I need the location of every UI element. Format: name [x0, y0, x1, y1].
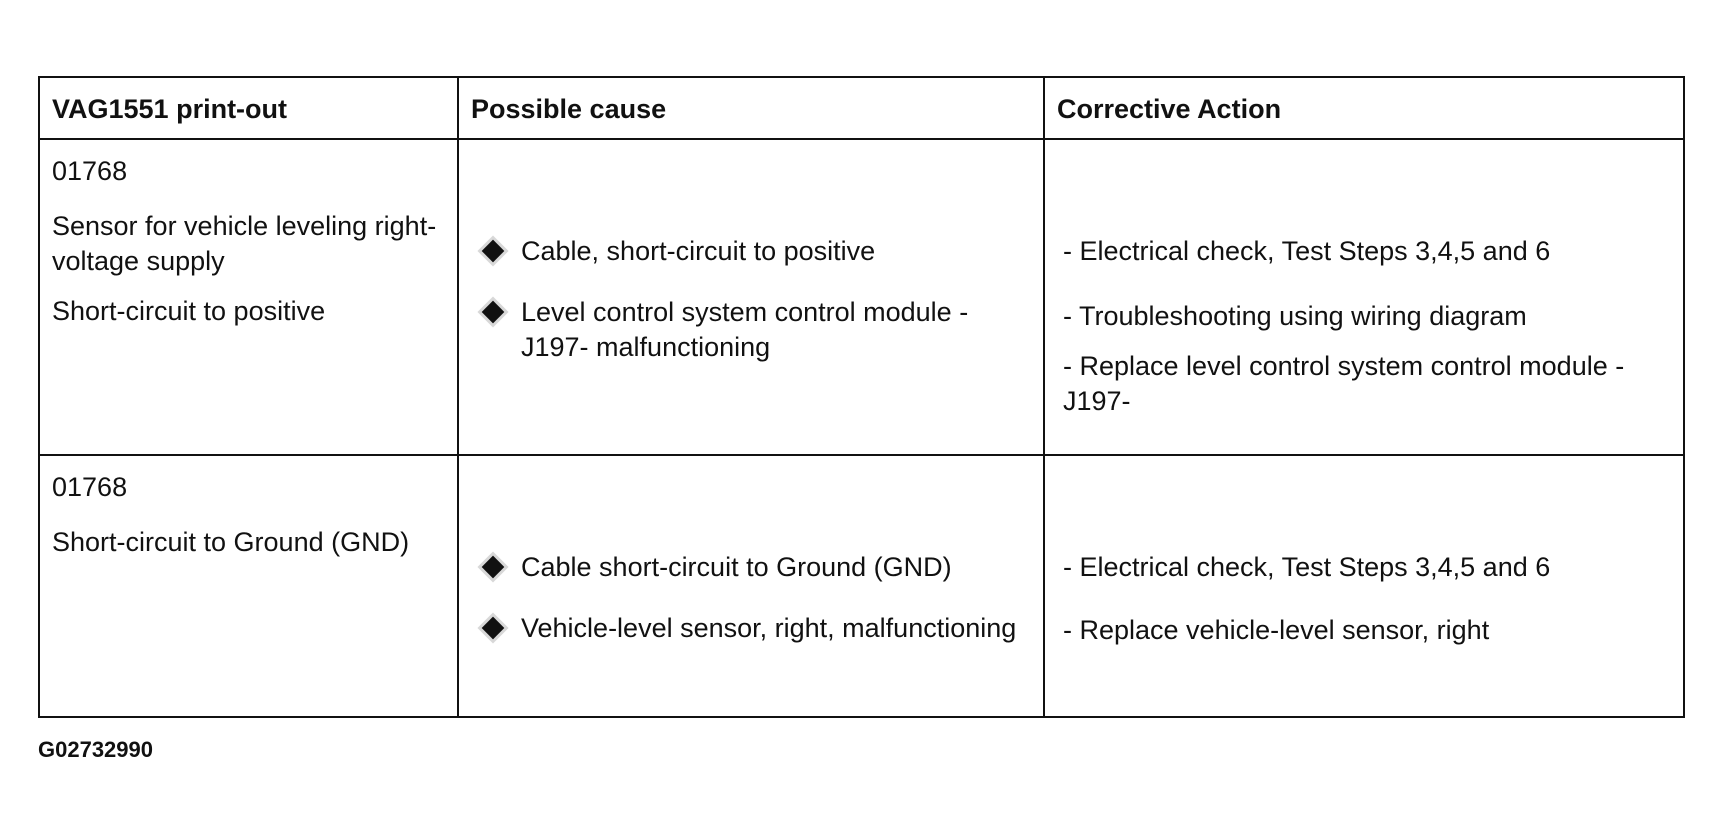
printout-cell: 01768 Sensor for vehicle leveling right-… — [38, 138, 459, 456]
list-item: Cable short-circuit to Ground (GND) — [471, 550, 1031, 585]
figure-id: G02732990 — [38, 737, 153, 762]
cause-cell: Cable, short-circuit to positive Level c… — [457, 138, 1045, 456]
cause-text: Vehicle-level sensor, right, malfunction… — [521, 613, 1017, 643]
table-row: 01768 Short-circuit to Ground (GND) Cabl… — [38, 454, 1685, 718]
list-item: - Electrical check, Test Steps 3,4,5 and… — [1063, 236, 1551, 266]
action-cell: - Electrical check, Test Steps 3,4,5 and… — [1043, 454, 1685, 718]
list-item: Cable, short-circuit to positive — [471, 234, 1031, 269]
action-list: - Electrical check, Test Steps 3,4,5 and… — [1057, 234, 1671, 419]
fault-description: Sensor for vehicle leveling right-voltag… — [52, 211, 437, 276]
header-corrective-action: Corrective Action — [1043, 76, 1685, 140]
cause-text: Cable, short-circuit to positive — [521, 236, 876, 266]
list-item: - Replace vehicle-level sensor, right — [1063, 615, 1490, 645]
diamond-bullet-icon — [481, 555, 505, 579]
printout-cell: 01768 Short-circuit to Ground (GND) — [38, 454, 459, 718]
header-printout: VAG1551 print-out — [38, 76, 459, 140]
cause-cell: Cable short-circuit to Ground (GND) Vehi… — [457, 454, 1045, 718]
list-item: - Troubleshooting using wiring diagram — [1063, 301, 1527, 331]
table-header-row: VAG1551 print-out Possible cause Correct… — [38, 76, 1685, 140]
cause-list: Cable short-circuit to Ground (GND) Vehi… — [471, 550, 1031, 646]
fault-code: 01768 — [52, 472, 128, 502]
cause-text: Cable short-circuit to Ground (GND) — [521, 552, 952, 582]
cause-list: Cable, short-circuit to positive Level c… — [471, 234, 1031, 365]
diamond-bullet-icon — [481, 300, 505, 324]
fault-description: Short-circuit to Ground (GND) — [52, 527, 410, 557]
diamond-bullet-icon — [481, 239, 505, 263]
list-item: - Replace level control system control m… — [1063, 351, 1625, 416]
list-item: - Electrical check, Test Steps 3,4,5 and… — [1063, 552, 1551, 582]
list-item: Level control system control module -J19… — [471, 295, 1031, 365]
list-item: Vehicle-level sensor, right, malfunction… — [471, 611, 1031, 646]
action-cell: - Electrical check, Test Steps 3,4,5 and… — [1043, 138, 1685, 456]
diamond-bullet-icon — [481, 616, 505, 640]
action-list: - Electrical check, Test Steps 3,4,5 and… — [1057, 550, 1671, 648]
fault-description: Short-circuit to positive — [52, 296, 326, 326]
fault-code: 01768 — [52, 156, 128, 186]
table-row: 01768 Sensor for vehicle leveling right-… — [38, 138, 1685, 456]
header-possible-cause: Possible cause — [457, 76, 1045, 140]
diagnostic-table: VAG1551 print-out Possible cause Correct… — [38, 76, 1685, 718]
cause-text: Level control system control module -J19… — [521, 297, 969, 362]
